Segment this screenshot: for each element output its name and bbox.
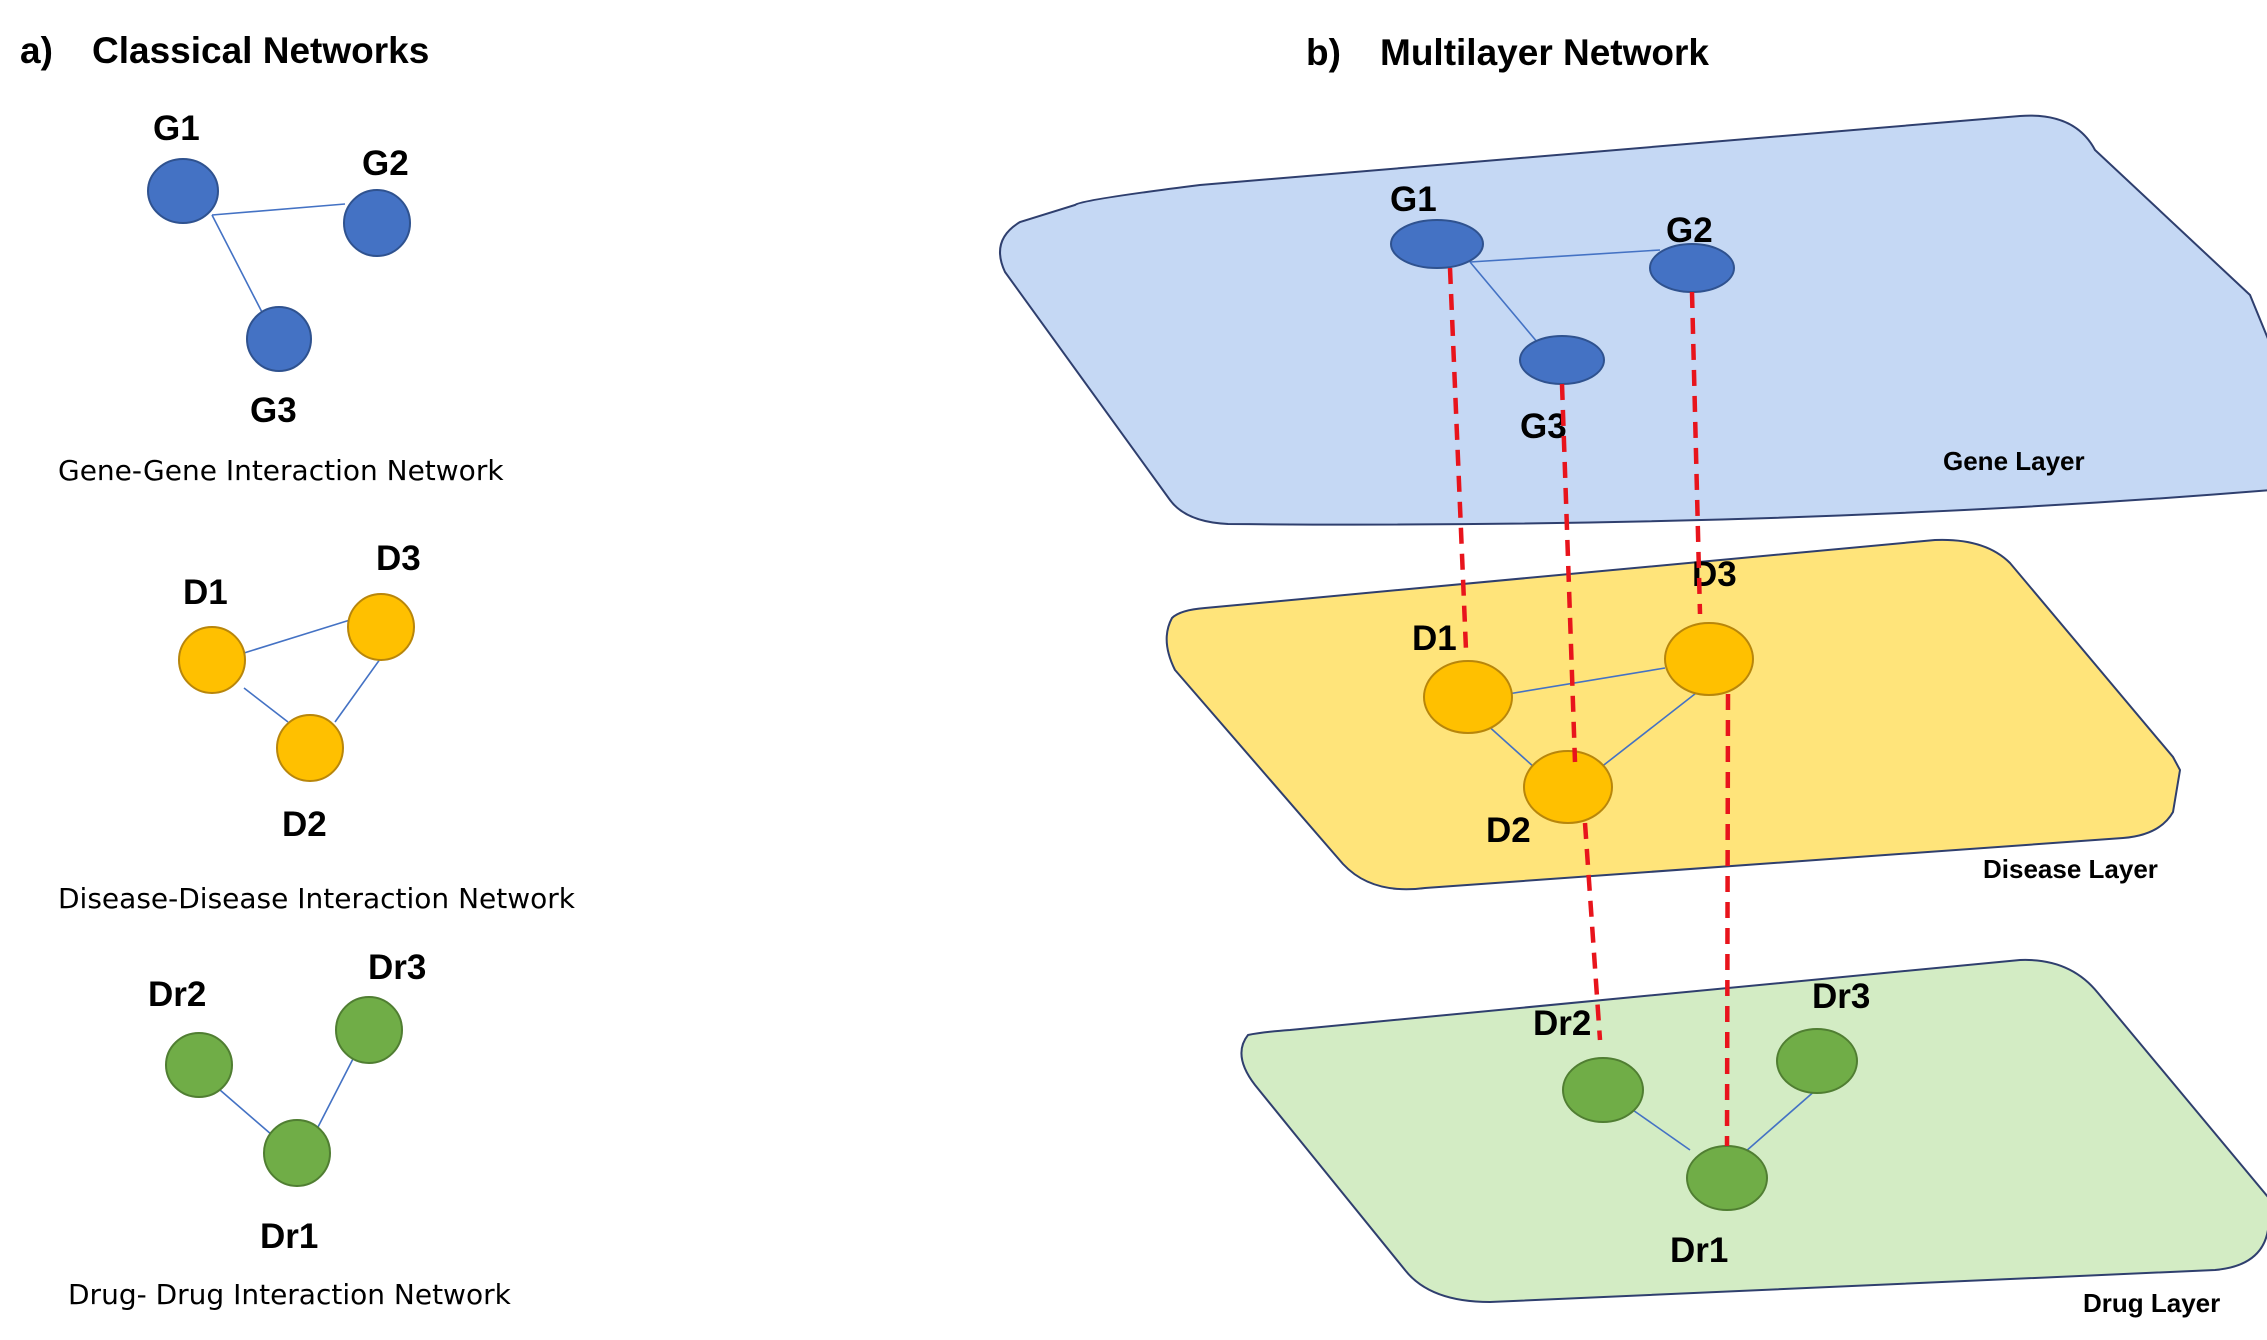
ml-node-label-g1: G1 <box>1390 180 1437 219</box>
edge-dr3-dr1 <box>317 1054 356 1128</box>
ml-node-dr1 <box>1686 1145 1768 1211</box>
caption-drug-network: Drug- Drug Interaction Network <box>68 1278 512 1311</box>
drug-layer-network: Dr2 Dr3 Dr1 <box>1533 977 1870 1270</box>
edge-g1-g3 <box>211 214 266 319</box>
ml-node-g3 <box>1519 335 1605 385</box>
node-d1 <box>178 626 246 694</box>
node-label-g3: G3 <box>250 391 297 430</box>
edge-d1-d3 <box>243 619 351 654</box>
node-label-d2: D2 <box>282 805 327 844</box>
caption-disease-network: Disease-Disease Interaction Network <box>58 882 576 915</box>
node-g2 <box>343 189 411 257</box>
node-label-dr1: Dr1 <box>260 1217 318 1256</box>
drug-layer-plane <box>1240 958 2267 1304</box>
node-dr3 <box>335 996 403 1064</box>
node-dr1 <box>263 1119 331 1187</box>
edge-d3-d2 <box>334 654 384 723</box>
ml-edge-d3-d2 <box>1599 689 1701 769</box>
ml-node-dr2 <box>1562 1057 1644 1123</box>
gene-layer-network: G1 G2 G3 <box>1390 180 1735 446</box>
disease-layer-label: Disease Layer <box>1983 854 2158 884</box>
ml-node-d2 <box>1523 750 1613 824</box>
node-label-d3: D3 <box>376 539 421 578</box>
caption-gene-network: Gene-Gene Interaction Network <box>58 454 504 487</box>
ml-node-label-g2: G2 <box>1666 211 1713 250</box>
node-dr2 <box>165 1032 233 1098</box>
ml-edge-dr2-dr1 <box>1629 1107 1691 1151</box>
classical-gene-network: G1 G2 G3 Gene-Gene Interaction Network <box>58 109 504 487</box>
node-label-g2: G2 <box>362 144 409 183</box>
panel-a-tag: a) <box>20 30 53 71</box>
panel-b-title: Multilayer Network <box>1380 32 1709 73</box>
node-d3 <box>347 593 415 661</box>
ml-node-dr3 <box>1776 1028 1858 1094</box>
node-g1 <box>147 158 219 224</box>
inter-layer-links <box>1447 267 1731 1147</box>
link-g2-d3 <box>1689 291 1703 615</box>
panel-a: a) Classical Networks G1 G2 G3 Gene-Gene… <box>20 30 576 1311</box>
ml-edge-g1-g3 <box>1469 261 1539 344</box>
edge-d1-d2 <box>243 687 289 723</box>
node-label-dr3: Dr3 <box>368 948 426 987</box>
ml-edge-g1-g2 <box>1469 249 1661 263</box>
node-label-dr2: Dr2 <box>148 975 206 1014</box>
drug-layer-label: Drug Layer <box>2083 1288 2220 1318</box>
gene-layer-label: Gene Layer <box>1943 446 2085 476</box>
node-d2 <box>276 714 344 782</box>
panel-b: b) Multilayer Network G1 G2 G3 Gene Laye… <box>999 32 2267 1318</box>
disease-layer-plane <box>1165 538 2182 891</box>
ml-node-d3 <box>1664 622 1754 696</box>
link-g1-d1 <box>1447 267 1469 651</box>
node-label-g1: G1 <box>153 109 200 148</box>
node-label-d1: D1 <box>183 573 228 612</box>
ml-node-label-dr2: Dr2 <box>1533 1004 1591 1043</box>
link-d2-dr2 <box>1582 822 1603 1041</box>
ml-node-label-dr3: Dr3 <box>1812 977 1870 1016</box>
ml-node-g1 <box>1390 219 1484 269</box>
panel-b-tag: b) <box>1306 32 1341 73</box>
node-g3 <box>246 306 312 372</box>
link-d3-dr1 <box>1724 693 1731 1147</box>
ml-edge-d1-d2 <box>1484 722 1536 769</box>
ml-edge-d1-d3 <box>1507 667 1666 695</box>
classical-disease-network: D1 D3 D2 Disease-Disease Interaction Net… <box>58 539 576 915</box>
ml-node-label-dr1: Dr1 <box>1670 1231 1728 1270</box>
panel-a-title: Classical Networks <box>92 30 429 71</box>
ml-node-d1 <box>1423 660 1513 734</box>
ml-node-g2 <box>1649 243 1735 293</box>
link-g3-d2 <box>1559 383 1578 763</box>
edge-g1-g2 <box>211 203 346 216</box>
ml-node-label-d1: D1 <box>1412 619 1457 658</box>
ml-node-label-d2: D2 <box>1486 811 1531 850</box>
ml-node-label-g3: G3 <box>1520 407 1567 446</box>
edge-dr2-dr1 <box>219 1089 273 1136</box>
gene-layer-plane <box>999 114 2267 526</box>
classical-drug-network: Dr2 Dr3 Dr1 Drug- Drug Interaction Netwo… <box>68 948 512 1311</box>
